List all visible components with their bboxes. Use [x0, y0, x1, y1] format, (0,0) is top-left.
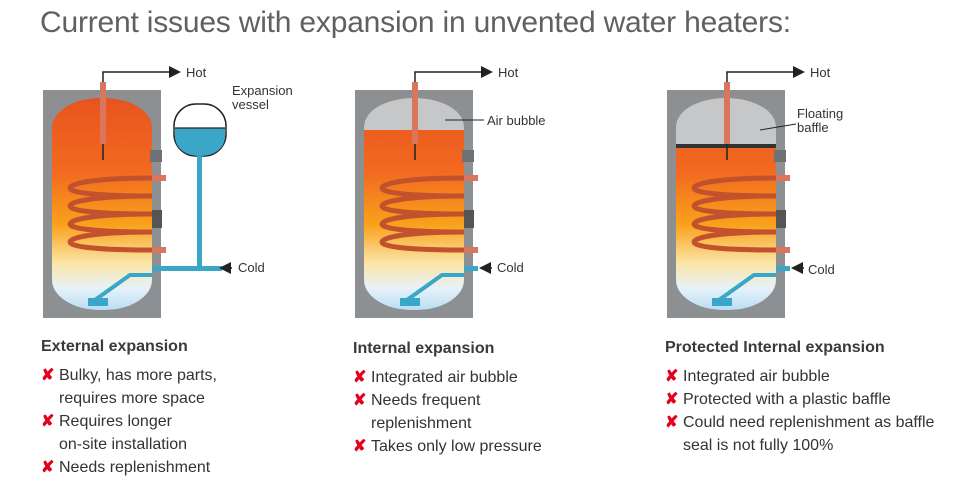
list-item: ✘Integrated air bubble	[353, 366, 542, 389]
list-item-text: Could need replenishment as baffle seal …	[683, 414, 935, 454]
list-item: ✘Requires longer on-site installation	[41, 410, 217, 456]
list-item-text: Needs replenishment	[59, 459, 211, 476]
cross-icon: ✘	[353, 438, 367, 455]
cross-icon: ✘	[41, 459, 55, 476]
column-protected-internal-expansion: Protected Internal expansion ✘Integrated…	[665, 339, 934, 457]
list-item-text: Protected with a plastic baffle	[683, 391, 891, 408]
cross-icon: ✘	[41, 413, 55, 430]
tank-external	[43, 66, 232, 318]
heating-coil	[691, 175, 777, 253]
cross-icon: ✘	[353, 392, 367, 409]
list-item-text: Takes only low pressure	[371, 438, 542, 455]
floating-baffle-label: Floating baffle	[797, 106, 847, 135]
cross-icon: ✘	[665, 368, 679, 385]
column-external-expansion: External expansion ✘Bulky, has more part…	[41, 338, 217, 479]
column-heading: Protected Internal expansion	[665, 339, 885, 356]
list-item: ✘Integrated air bubble	[665, 365, 934, 388]
hot-label: Hot	[498, 65, 519, 80]
column-heading: Internal expansion	[353, 340, 495, 357]
column-heading: External expansion	[41, 338, 188, 355]
tank-internal	[355, 66, 493, 318]
cross-icon: ✘	[41, 367, 55, 384]
expansion-vessel-label: Expansion vessel	[232, 83, 296, 112]
list-item: ✘Bulky, has more parts, requires more sp…	[41, 364, 217, 410]
water-heater-diagrams: Hot Cold Expansion vessel Hot Air bubble…	[43, 65, 847, 318]
cross-icon: ✘	[665, 391, 679, 408]
expansion-vessel-line-2: vessel	[232, 97, 269, 112]
list-item: ✘Needs frequent replenishment	[353, 389, 542, 435]
floating-baffle-line-2: baffle	[797, 120, 829, 135]
heating-coil	[67, 175, 153, 253]
list-item: ✘Could need replenishment as baffle seal…	[665, 411, 934, 457]
list-item-text: Bulky, has more parts, requires more spa…	[59, 367, 217, 407]
hot-label: Hot	[186, 65, 207, 80]
cross-icon: ✘	[353, 369, 367, 386]
expansion-vessel-line-1: Expansion	[232, 83, 293, 98]
list-item-text: Integrated air bubble	[371, 369, 518, 386]
list-item-text: Integrated air bubble	[683, 368, 830, 385]
column-internal-expansion: Internal expansion ✘Integrated air bubbl…	[353, 340, 542, 458]
list-item: ✘Needs replenishment	[41, 456, 217, 479]
cold-label: Cold	[808, 262, 835, 277]
cross-icon: ✘	[665, 414, 679, 431]
list-item-text: Requires longer on-site installation	[59, 413, 188, 453]
list-item: ✘Protected with a plastic baffle	[665, 388, 934, 411]
heating-coil	[379, 175, 465, 253]
tank-protected	[667, 66, 805, 318]
cold-label: Cold	[497, 260, 524, 275]
cold-label: Cold	[238, 260, 265, 275]
list-item: ✘Takes only low pressure	[353, 435, 542, 458]
list-item-text: Needs frequent replenishment	[371, 392, 481, 432]
floating-baffle-line-1: Floating	[797, 106, 843, 121]
page-title: Current issues with expansion in unvente…	[40, 6, 791, 39]
air-bubble-label: Air bubble	[487, 113, 546, 128]
hot-label: Hot	[810, 65, 831, 80]
expansion-vessel	[173, 103, 227, 268]
